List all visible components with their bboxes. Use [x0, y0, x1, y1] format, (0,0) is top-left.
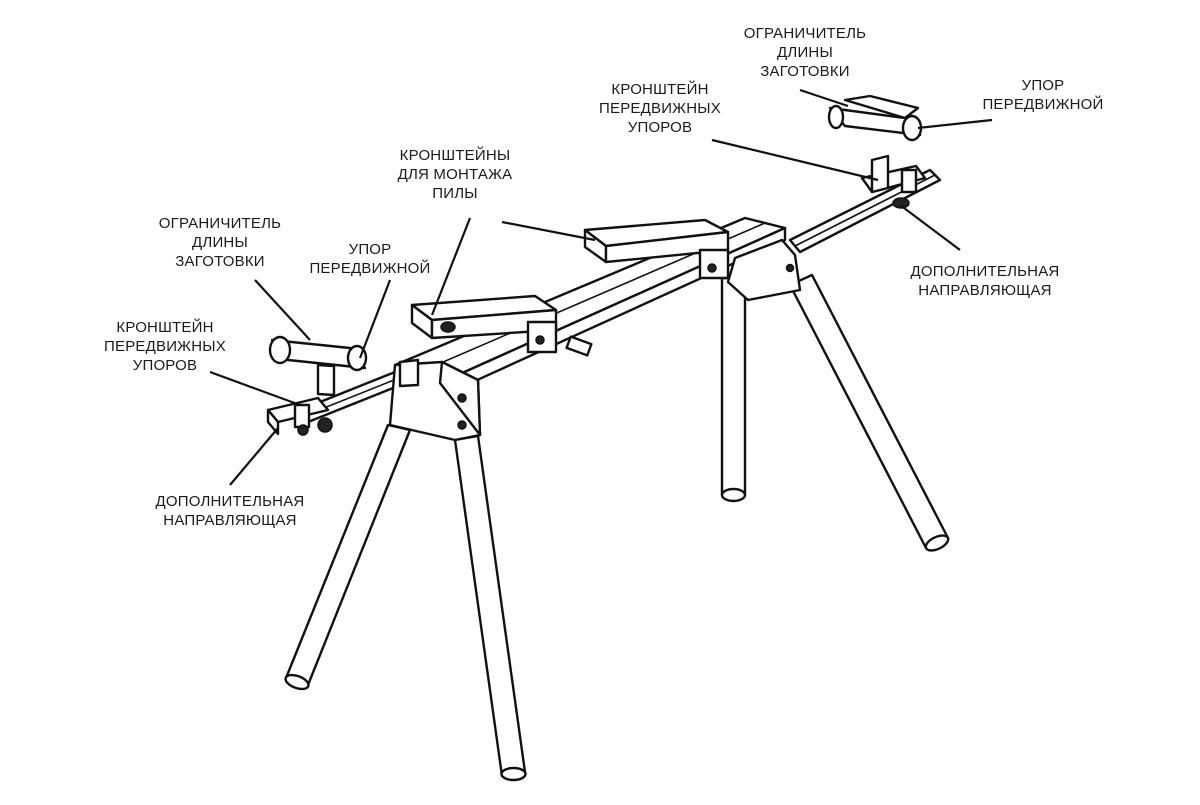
leader-stop-bracket-left [209, 370, 301, 407]
label-stop-bracket-left: КРОНШТЕЙН ПЕРЕДВИЖНЫХ УПОРОВ [90, 318, 240, 375]
label-line: УПОР [348, 241, 392, 258]
leader-limiter-left [254, 279, 311, 341]
movable-stop-right [827, 94, 923, 142]
label-extra-guide-left: ДОПОЛНИТЕЛЬНАЯ НАПРАВЛЯЮЩАЯ [140, 492, 320, 530]
label-line: ЗАГОТОВКИ [760, 63, 850, 80]
front-left-leg [284, 423, 412, 691]
label-line: ПЕРЕДВИЖНЫХ [599, 100, 721, 117]
front-right-leg [453, 434, 527, 782]
leader-limiter-right [799, 88, 849, 108]
label-line: ДЛИНЫ [192, 234, 248, 251]
label-line: ПИЛЫ [432, 185, 478, 202]
leader-movable-stop-right [917, 118, 993, 130]
label-line: УПОР [1021, 77, 1065, 94]
leader-lines [209, 88, 993, 486]
label-line: КРОНШТЕЙН [116, 319, 214, 336]
saw-mount-bracket-front [410, 294, 558, 354]
leader-extra-guide-right [899, 204, 961, 251]
stop-bracket-left [266, 396, 333, 436]
label-line: НАПРАВЛЯЮЩАЯ [918, 282, 1052, 299]
movable-stop-left [268, 335, 368, 397]
label-line: УПОРОВ [627, 119, 693, 136]
back-right-leg [788, 273, 950, 552]
label-line: ДОПОЛНИТЕЛЬНАЯ [155, 493, 305, 510]
label-line: ПЕРЕДВИЖНЫХ [104, 338, 226, 355]
leader-movable-stop-left [358, 279, 392, 359]
label-movable-stop-left: УПОР ПЕРЕДВИЖНОЙ [300, 240, 440, 278]
leader-saw-brackets-front [430, 217, 472, 316]
leader-stop-bracket-right [711, 138, 879, 182]
label-line: ОГРАНИЧИТЕЛЬ [158, 215, 282, 232]
saw-mount-bracket-back [583, 218, 730, 280]
label-line: КРОНШТЕЙНЫ [399, 147, 511, 164]
back-leg-head [726, 238, 802, 302]
label-stop-length-limiter-right: ОГРАНИЧИТЕЛЬ ДЛИНЫ ЗАГОТОВКИ [725, 24, 885, 81]
label-line: ПЕРЕДВИЖНОЙ [982, 96, 1104, 113]
label-extra-guide-right: ДОПОЛНИТЕЛЬНАЯ НАПРАВЛЯЮЩАЯ [895, 262, 1075, 300]
label-stop-length-limiter-left: ОГРАНИЧИТЕЛЬ ДЛИНЫ ЗАГОТОВКИ [140, 214, 300, 271]
label-saw-mount-brackets: КРОНШТЕЙНЫ ДЛЯ МОНТАЖА ПИЛЫ [380, 146, 530, 203]
stop-bracket-right [860, 154, 927, 194]
label-line: ПЕРЕДВИЖНОЙ [309, 260, 431, 277]
adjust-knob-right [892, 197, 910, 209]
label-movable-stop-right: УПОР ПЕРЕДВИЖНОЙ [978, 76, 1108, 114]
leader-extra-guide-left [229, 427, 279, 486]
label-line: ЗАГОТОВКИ [175, 253, 265, 270]
leader-saw-brackets-back [501, 220, 596, 242]
label-line: ДЛЯ МОНТАЖА [397, 166, 513, 183]
label-line: КРОНШТЕЙН [611, 81, 709, 98]
label-line: ДЛИНЫ [777, 44, 833, 61]
label-stop-bracket-right: КРОНШТЕЙН ПЕРЕДВИЖНЫХ УПОРОВ [585, 80, 735, 137]
label-line: УПОРОВ [132, 357, 198, 374]
label-line: ОГРАНИЧИТЕЛЬ [743, 25, 867, 42]
label-line: НАПРАВЛЯЮЩАЯ [163, 512, 297, 529]
label-line: ДОПОЛНИТЕЛЬНАЯ [910, 263, 1060, 280]
back-left-leg [720, 276, 747, 503]
